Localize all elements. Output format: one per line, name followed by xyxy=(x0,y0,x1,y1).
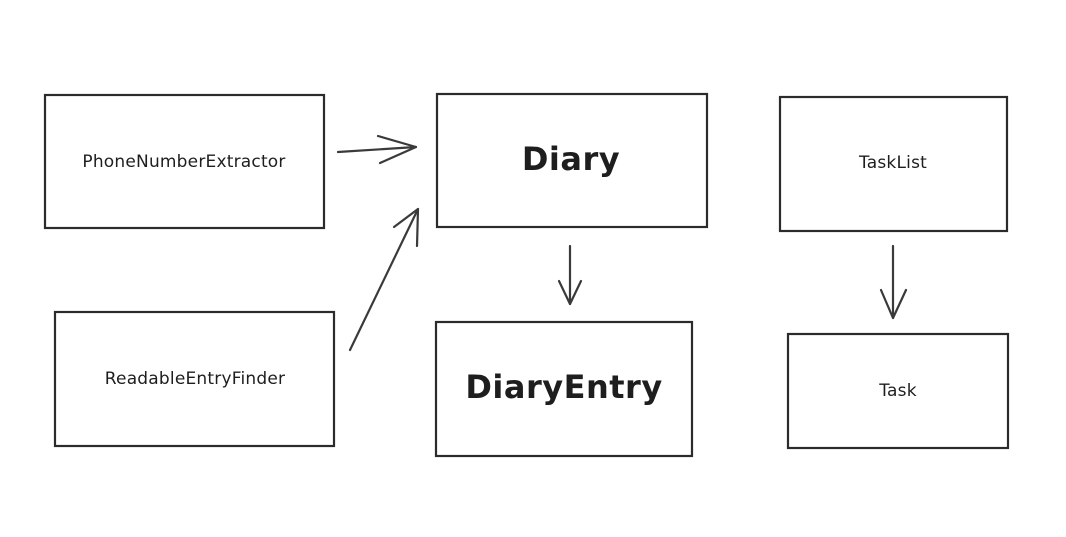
arrow-head xyxy=(557,279,583,306)
node-label: PhoneNumberExtractor xyxy=(82,152,285,172)
node-box xyxy=(434,320,694,458)
node-readable-entry-finder[interactable]: ReadableEntryFinder xyxy=(53,310,336,448)
arrow-shaft xyxy=(336,145,418,154)
node-task-list[interactable]: TaskList xyxy=(778,95,1009,233)
node-diary[interactable]: Diary xyxy=(435,92,709,229)
edge-readable-entry-finder-to-diary xyxy=(348,207,420,352)
node-label: Diary xyxy=(522,140,620,178)
node-task[interactable]: Task xyxy=(786,332,1010,450)
arrow-head xyxy=(392,207,420,248)
node-box xyxy=(435,92,709,229)
edge-diary-to-diary-entry xyxy=(557,244,583,306)
node-phone-number-extractor[interactable]: PhoneNumberExtractor xyxy=(43,93,326,230)
node-label: TaskList xyxy=(858,153,927,173)
node-box xyxy=(43,93,326,230)
node-label: ReadableEntryFinder xyxy=(105,369,285,389)
arrow-shaft xyxy=(348,207,420,352)
node-box xyxy=(53,310,336,448)
node-box xyxy=(778,95,1009,233)
node-label: DiaryEntry xyxy=(465,368,662,406)
edge-task-list-to-task xyxy=(879,244,908,320)
arrow-head xyxy=(879,288,908,320)
node-label: Task xyxy=(878,381,917,401)
node-diary-entry[interactable]: DiaryEntry xyxy=(434,320,694,458)
arrow-head xyxy=(376,134,418,165)
edge-phone-number-extractor-to-diary xyxy=(336,134,418,165)
node-box xyxy=(786,332,1010,450)
